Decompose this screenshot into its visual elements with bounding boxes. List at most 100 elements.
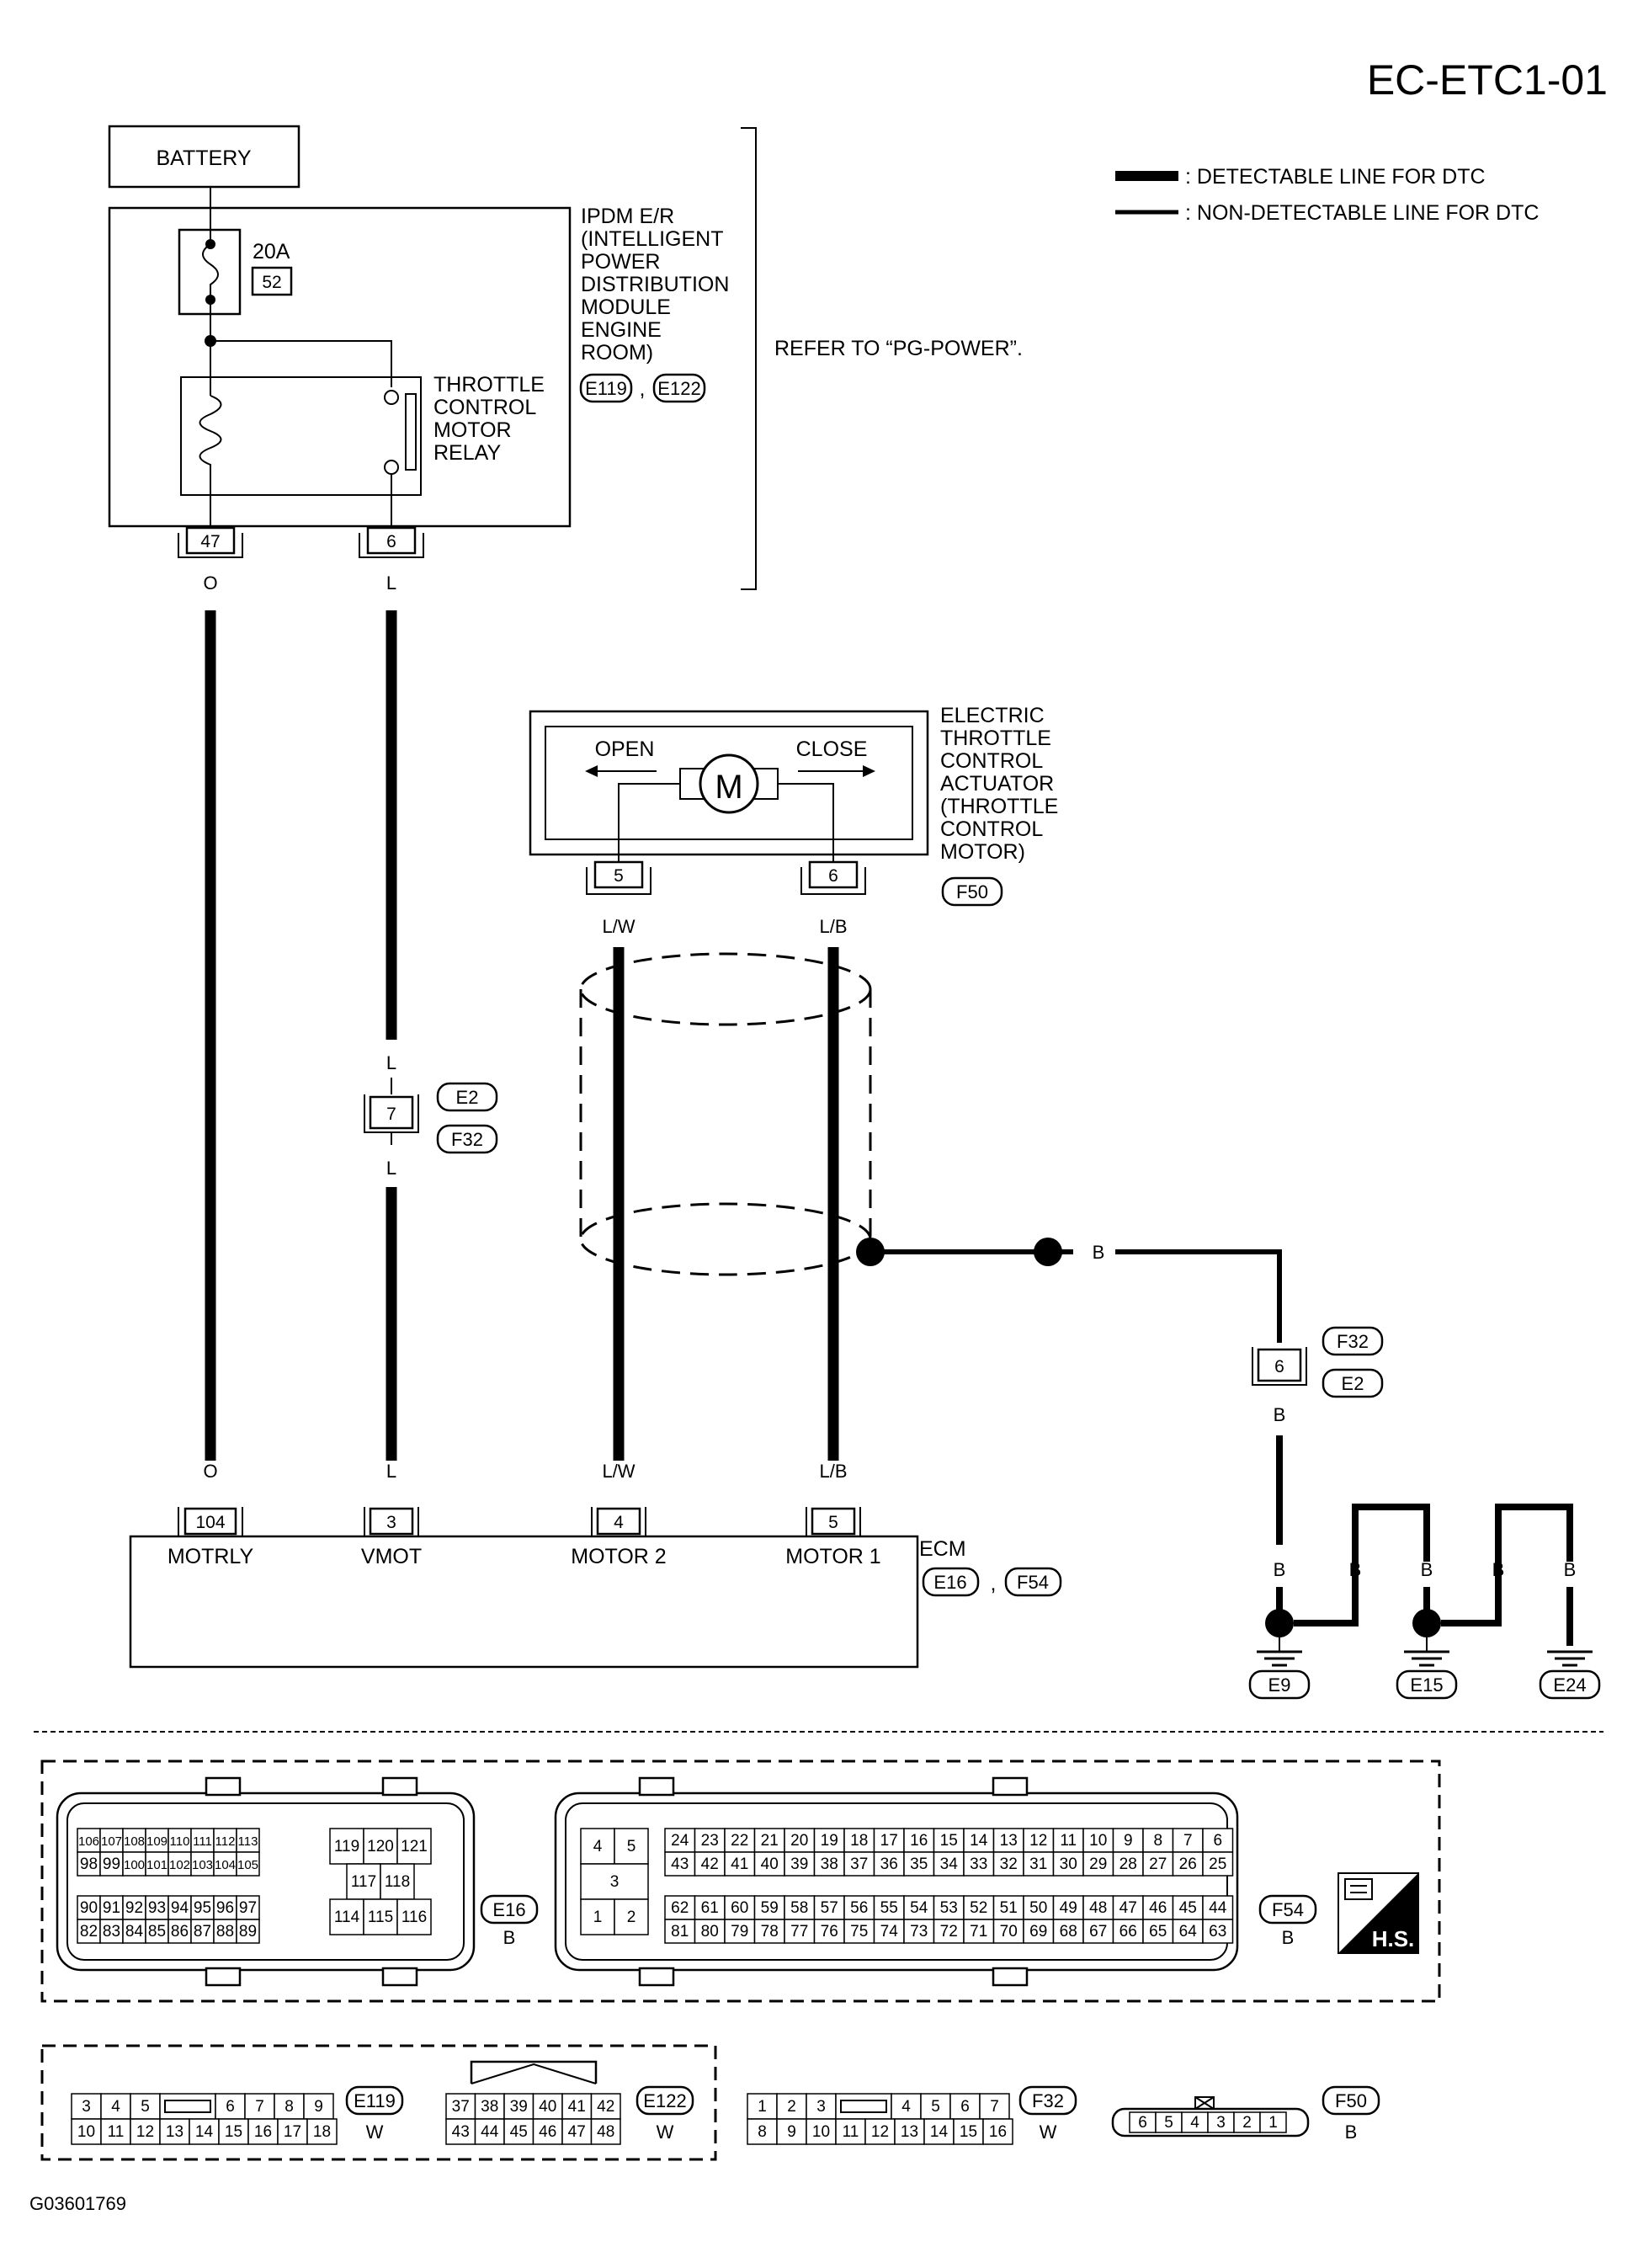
connector-pin-label: 9 [314, 2098, 323, 2116]
connector-cell [813, 1919, 845, 1944]
connector-cell [580, 1898, 615, 1935]
connector-cell [1202, 1851, 1234, 1877]
connector-cell [580, 1828, 615, 1865]
connector-pin-label: 18 [850, 1832, 868, 1850]
connector-pin-label: 23 [701, 1832, 719, 1850]
connector-cell [724, 1919, 756, 1944]
connector-pin-label: 110 [170, 1834, 190, 1849]
ground-symbol-e15 [1404, 1637, 1449, 1667]
connector-cell [813, 1828, 845, 1853]
connector-pin-label: 43 [452, 2123, 470, 2141]
wire-color-b-shield: B [1093, 1242, 1105, 1263]
ipdm-line-5: MODULE [581, 295, 671, 319]
svg-text:W: W [366, 2122, 384, 2143]
e16-id: E16 [492, 1899, 525, 1920]
connector-pin-label: 48 [1089, 1899, 1107, 1917]
e16-color: B [503, 1927, 516, 1948]
connector-pin-label: 69 [1029, 1923, 1047, 1941]
svg-text:MOTOR): MOTOR) [940, 840, 1025, 864]
connector-cell [1112, 1828, 1144, 1853]
svg-text:F50: F50 [1335, 2090, 1367, 2111]
connector-pin-label: 97 [239, 1899, 257, 1917]
ipdm-er: 20A 52 THROTTLE CONTROL MOTOR RELAY [108, 206, 572, 528]
connector-pin-label: 55 [880, 1899, 898, 1917]
ipdm-line-6: ENGINE [581, 318, 662, 342]
svg-text:E122: E122 [643, 2090, 686, 2111]
ipdm-connector-e122: E122 [657, 378, 700, 399]
legend-non-detectable: : NON-DETECTABLE LINE FOR DTC [1185, 201, 1539, 225]
connector-pin-label: 75 [850, 1923, 868, 1941]
connector-pin-label: 39 [510, 2098, 528, 2116]
connector-cell [1142, 1851, 1174, 1877]
connector-pin-label: 117 [351, 1873, 376, 1891]
connector-pin-label: 42 [597, 2098, 614, 2116]
ecm-connector-views [40, 1760, 1441, 2003]
connector-pin-label: 103 [192, 1858, 213, 1872]
connector-pin-label: 10 [1089, 1832, 1107, 1850]
connector-cell [979, 2093, 1010, 2120]
connector-pin-label: 41 [568, 2098, 586, 2116]
connector-pin-label: 20 [790, 1832, 808, 1850]
connector-pin-label: 31 [1029, 1855, 1047, 1873]
connector-cell [99, 1895, 124, 1920]
f54-id: F54 [1272, 1899, 1304, 1920]
connector-pin-label: 44 [1209, 1899, 1227, 1917]
connector-pin-label: 16 [254, 2123, 272, 2141]
ipdm-label: IPDM E/R (INTELLIGENT POWER DISTRIBUTION… [579, 205, 729, 403]
fuse-number: 52 [262, 273, 281, 292]
connector-cell [474, 2118, 505, 2145]
connector-pin-label: 88 [216, 1923, 234, 1941]
connector-pin-label: 67 [1089, 1923, 1107, 1941]
connector-cell [933, 1919, 965, 1944]
connector-pin-label: 11 [1060, 1832, 1077, 1850]
connector-pin-label: 36 [880, 1855, 898, 1873]
connector-cell [247, 2118, 279, 2145]
connector-pin-label: 10 [77, 2123, 95, 2141]
connector-pin-label: 14 [970, 1832, 988, 1850]
svg-text:M: M [715, 769, 742, 806]
connector-cell [894, 2118, 925, 2145]
connector-cell [445, 2093, 476, 2120]
connector-pin-label: 96 [216, 1899, 234, 1917]
connector-cell [236, 1851, 260, 1877]
connector-pin-label: 113 [238, 1834, 258, 1849]
connector-cell [329, 1898, 364, 1935]
connector-pin-label: 94 [171, 1899, 189, 1917]
svg-text:MOTOR 2: MOTOR 2 [571, 1545, 666, 1568]
svg-text:B: B [1274, 1404, 1286, 1425]
connector-pin-label: 105 [237, 1858, 258, 1872]
connector-pin-label: 18 [313, 2123, 331, 2141]
ground-label-e15: E15 [1410, 1674, 1443, 1696]
connector-cell [1259, 2111, 1287, 2133]
connector-pin-label: 89 [239, 1923, 257, 1941]
connector-cell [784, 1851, 816, 1877]
svg-text:B: B [1345, 2122, 1358, 2143]
connector-pin-label: 13 [166, 2123, 183, 2141]
connector-pin-label: 109 [146, 1834, 168, 1849]
svg-text:L/B: L/B [819, 1461, 847, 1482]
connector-cell [213, 1895, 237, 1920]
connector-pin-label: 17 [284, 2123, 301, 2141]
connector-pin-label: 95 [194, 1899, 211, 1917]
connector-pin-label: 5 [1164, 2114, 1173, 2132]
connector-pin-label: 8 [758, 2123, 767, 2141]
connector-pin-label: 102 [169, 1858, 190, 1872]
connector-cell [776, 2118, 807, 2145]
connector-cell [1202, 1919, 1234, 1944]
connector-pin-label: 53 [940, 1899, 958, 1917]
connector-cell [953, 2118, 984, 2145]
connector-pin-label: 10 [812, 2123, 830, 2141]
connector-pin-label: 87 [194, 1923, 211, 1941]
connector-pin-label: 4 [593, 1838, 603, 1855]
connector-cell [1142, 1828, 1174, 1853]
svg-text:MOTRLY: MOTRLY [168, 1545, 254, 1568]
connector-pin-label: 19 [821, 1832, 838, 1850]
connector-pin-label: 91 [103, 1899, 120, 1917]
svg-text:47: 47 [200, 532, 220, 551]
connector-cell [891, 2093, 922, 2120]
connector-pin-label: 11 [108, 2123, 125, 2141]
svg-text:5: 5 [614, 866, 624, 886]
